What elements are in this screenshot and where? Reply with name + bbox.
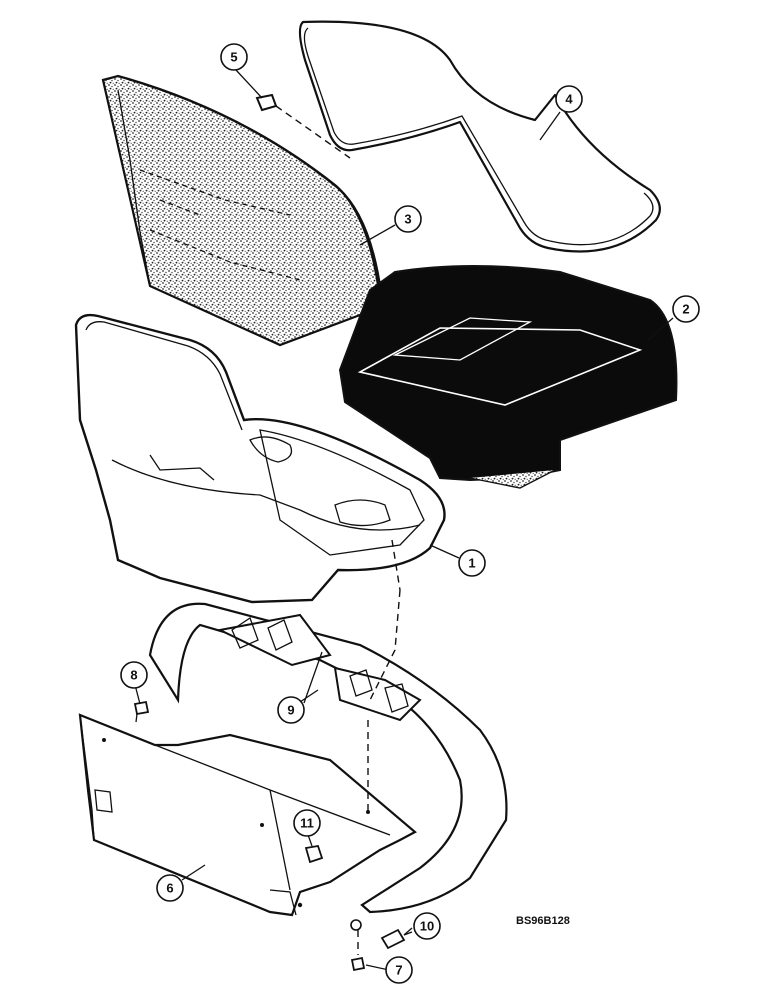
svg-text:3: 3	[404, 212, 411, 227]
callout-5: 5	[220, 43, 248, 71]
callout-11: 11	[293, 809, 321, 837]
callout-4: 4	[555, 85, 583, 113]
hinge-strap-brackets	[148, 602, 508, 914]
callout-2: 2	[672, 295, 700, 323]
screw-upper	[133, 700, 150, 723]
callout-10: 10	[413, 912, 441, 940]
svg-text:2: 2	[682, 302, 689, 317]
callout-8: 8	[120, 661, 148, 689]
trim-clip	[255, 93, 351, 159]
svg-text:7: 7	[395, 963, 402, 978]
callout-3: 3	[394, 205, 422, 233]
nut	[304, 844, 324, 864]
screw-lower	[350, 919, 366, 972]
svg-text:8: 8	[130, 668, 137, 683]
back-trim-bead	[298, 20, 661, 253]
back-cushion	[101, 74, 384, 347]
callout-6: 6	[156, 874, 184, 902]
figure-code: BS96B128	[516, 915, 570, 927]
svg-text:4: 4	[565, 92, 573, 107]
seat-base-pan	[78, 713, 417, 917]
seat-cushion	[338, 265, 678, 489]
leader-lines	[133, 69, 674, 971]
assembly-line-shell-to-strap	[369, 589, 401, 701]
svg-text:5: 5	[230, 50, 237, 65]
svg-text:6: 6	[166, 881, 173, 896]
svg-text:9: 9	[287, 703, 294, 718]
svg-text:10: 10	[420, 919, 434, 934]
callout-7: 7	[385, 956, 413, 984]
svg-text:11: 11	[300, 816, 314, 831]
callout-1: 1	[458, 549, 486, 577]
svg-text:1: 1	[468, 556, 475, 571]
callout-9: 9	[277, 696, 305, 724]
seat-shell	[74, 313, 446, 604]
